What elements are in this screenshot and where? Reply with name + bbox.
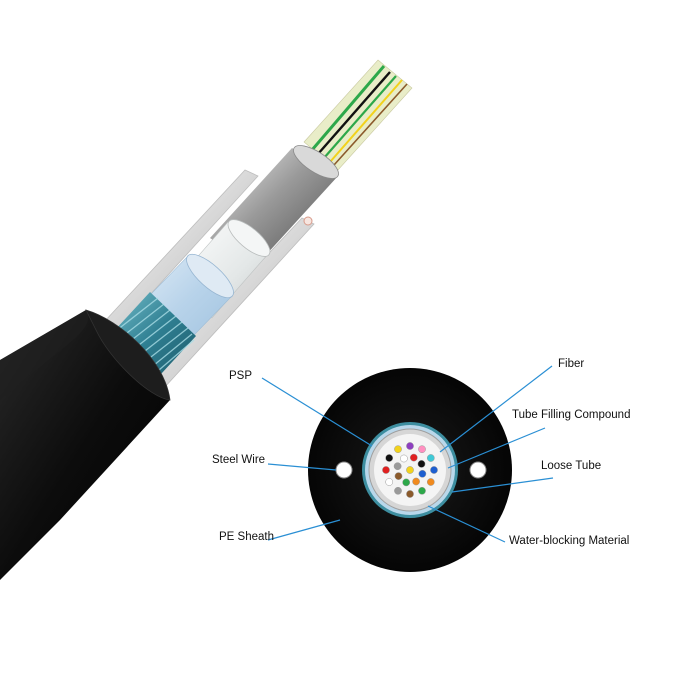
fiber-dot — [418, 469, 427, 478]
fiber-dot — [400, 454, 408, 463]
leader-loose-tube — [451, 477, 554, 493]
label-tube-filling-compound: Tube Filling Compound — [512, 409, 631, 421]
fiber-dot — [402, 478, 411, 487]
cross-section — [308, 368, 512, 572]
fiber-dot — [426, 478, 435, 486]
label-water-blocking-material: Water-blocking Material — [509, 535, 630, 547]
fiber-dot — [412, 477, 420, 486]
leader-fiber — [439, 365, 553, 453]
label-psp: PSP — [229, 370, 253, 382]
steel-wire-right — [469, 461, 487, 479]
fiber-dot — [430, 466, 438, 474]
cable-illustration — [0, 59, 413, 580]
fiber-strands — [310, 65, 408, 166]
fiber-dot — [382, 466, 390, 474]
label-loose-tube: Loose Tube — [541, 460, 602, 472]
fiber-dot — [394, 486, 402, 495]
label-pe-sheath: PE Sheath — [219, 531, 274, 543]
fiber-dot — [426, 454, 435, 462]
fiber-dot — [385, 454, 394, 462]
fiber-dot — [406, 466, 414, 474]
pe-sheath-body — [0, 310, 170, 580]
fiber-dot — [418, 445, 426, 454]
steel-wire-left — [335, 461, 353, 479]
leader-water-blocking — [427, 505, 506, 543]
label-fiber: Fiber — [558, 358, 585, 370]
label-steel-wire: Steel Wire — [212, 454, 266, 466]
fiber-dot — [406, 490, 414, 498]
pe-sheath-end — [85, 309, 171, 401]
loose-tube-end — [293, 145, 339, 179]
leader-pe-sheath — [267, 519, 341, 541]
fiber-dot — [393, 462, 402, 471]
fiber-dot — [385, 478, 394, 486]
steel-wire-lower-tip — [303, 216, 313, 226]
fiber-dots — [382, 442, 438, 498]
fiber-dot — [417, 460, 426, 468]
fiber-dot — [409, 453, 418, 462]
fiber-dot — [406, 442, 414, 450]
fiber-dot — [394, 445, 402, 454]
fiber-dot — [394, 472, 403, 480]
leader-psp — [261, 377, 373, 447]
leader-steel-wire — [267, 463, 337, 471]
leader-lines — [261, 365, 554, 543]
fiber-dot — [418, 486, 426, 495]
leader-tube-filling — [447, 427, 546, 469]
